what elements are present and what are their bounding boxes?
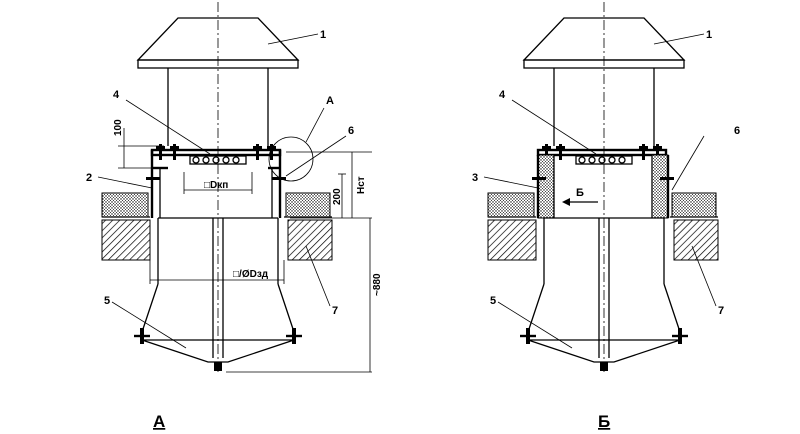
dim-100: 100	[113, 119, 124, 136]
dim-880: ~880	[372, 273, 383, 296]
roof-slab-right-b	[673, 219, 719, 261]
dim-200: 200	[332, 188, 343, 205]
label-b-3: 3	[472, 172, 478, 184]
label-a-1: 1	[320, 29, 326, 41]
dim-dzd: □/ØDзд	[233, 269, 269, 280]
valve-assembly-b	[511, 99, 668, 165]
roof-slab-left-a	[101, 219, 151, 261]
diffuser-b	[497, 283, 688, 371]
cap-b	[522, 17, 705, 69]
label-a-2: 2	[86, 172, 92, 184]
valve-assembly-a	[125, 99, 282, 170]
detail-callout-a: А	[326, 95, 334, 107]
insulated-sleeve-left-b	[537, 154, 555, 219]
arrow-label-b: Б	[576, 187, 584, 199]
label-a-7: 7	[332, 305, 338, 317]
label-a-5: 5	[104, 295, 110, 307]
roof-insulation-left-b	[487, 192, 535, 218]
variant-b-drawing	[483, 2, 719, 372]
label-b-4: 4	[499, 89, 506, 101]
label-b-1: 1	[706, 29, 712, 41]
dim-dkp: □Dкп	[204, 180, 228, 191]
diffuser-a	[111, 283, 302, 371]
label-b-7: 7	[718, 305, 724, 317]
label-b-5: 5	[490, 295, 496, 307]
roof-slab-left-b	[487, 219, 537, 261]
insulated-sleeve-right-b	[651, 154, 669, 219]
caption-a: А	[153, 412, 165, 431]
roof-insulation-right-b	[671, 192, 717, 218]
caption-b: Б	[598, 412, 610, 431]
detail-circle-a	[268, 136, 314, 182]
cap-a	[136, 17, 319, 69]
roof-insulation-right-a	[285, 192, 331, 218]
roof-insulation-left-a	[101, 192, 149, 218]
label-a-4: 4	[113, 89, 120, 101]
label-a-6: 6	[348, 125, 354, 137]
roof-slab-right-a	[287, 219, 333, 261]
dim-hst: Hст	[356, 176, 367, 194]
variant-a-drawing	[97, 2, 372, 373]
label-b-6: 6	[734, 125, 740, 137]
